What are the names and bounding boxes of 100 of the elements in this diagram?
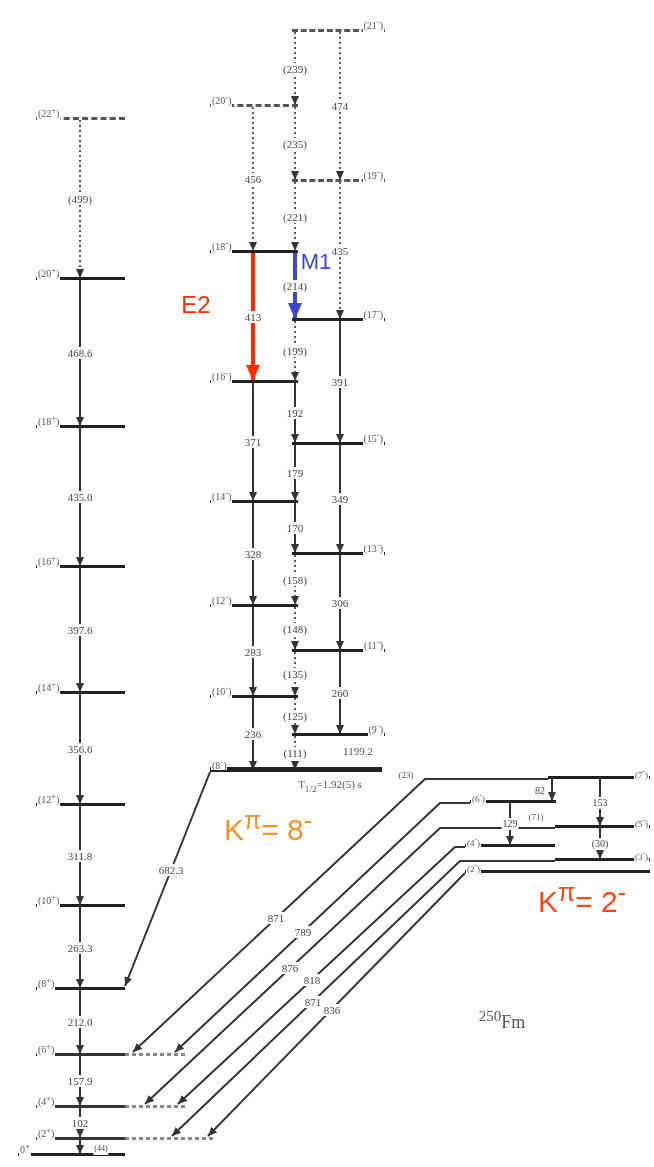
nucleus-label: $^{250}$Fm [478, 1007, 526, 1033]
transition-arrow [76, 693, 84, 805]
transition-energy-label: 179 [285, 467, 305, 479]
multipolarity-label: E2 [181, 291, 211, 319]
transition-energy-label: 212.0 [66, 1016, 94, 1028]
transition-arrow [76, 906, 84, 989]
multipolarity-label: M1 [300, 249, 332, 275]
transition-energy-label: 82 [534, 785, 546, 797]
transition-energy-label: 836 [322, 1004, 342, 1016]
spin-parity-label: (4$^{+}$) [37, 1093, 56, 1109]
spin-parity-label: (3$^{-}$) [634, 850, 649, 861]
transition-energy-label: (23) [398, 770, 414, 780]
transition-energy-label: 876 [280, 962, 300, 974]
transition-energy-label: 789 [293, 926, 313, 938]
transition-arrow [291, 320, 299, 382]
transition-energy-label: 456 [243, 173, 263, 185]
transition-energy-label: 468.6 [66, 347, 94, 359]
energy-level [36, 892, 125, 907]
transition-energy-label: 474 [330, 100, 350, 112]
transition-energy-label: 435.0 [66, 491, 94, 503]
transition-energy-label: (30) [590, 837, 610, 850]
spin-parity-label: (12$^{+}$) [37, 791, 61, 807]
energy-level [36, 265, 125, 280]
transition-arrow [291, 181, 299, 252]
transition-arrow [291, 444, 299, 502]
transition-arrow [246, 253, 260, 381]
spin-parity-label: (22$^{+}$) [37, 105, 61, 121]
transition-energy-label: 391 [330, 376, 350, 388]
transition-energy-label: 356.6 [66, 743, 94, 755]
level-energy-label: 1199.2 [343, 745, 373, 757]
transition-energy-label: 818 [302, 974, 322, 986]
energy-level [465, 836, 555, 847]
transition-arrow [124, 771, 211, 987]
transition-energy-label: 236 [243, 728, 263, 740]
transition-energy-label: 283 [243, 645, 263, 658]
transition-energy-label: 153 [591, 796, 609, 809]
spin-parity-label: (10$^{+}$) [37, 892, 61, 908]
transition-arrow [249, 382, 257, 502]
half-life-label: T$_{1/2}$=1.92(5) s [298, 778, 362, 794]
k-band-label: K$^{π}$= 8$^{-}$ [223, 805, 313, 847]
energy-level [36, 975, 125, 990]
transition-energy-label: 435 [330, 244, 350, 257]
transition-arrow [76, 567, 84, 693]
transition-arrow [291, 606, 299, 651]
transition-energy-label: 311.8 [66, 849, 94, 862]
transition-energy-label: (158) [282, 574, 308, 586]
spin-parity-label: (8$^{+}$) [37, 975, 56, 991]
energy-level [36, 679, 125, 694]
spin-parity-label: (2$^{+}$) [37, 1125, 56, 1141]
spin-parity-label: (8$^{-}$) [211, 758, 228, 771]
transition-energy-label: 129 [501, 818, 519, 830]
transition-arrow [76, 119, 84, 279]
transition-energy-label: 170 [285, 522, 305, 534]
energy-level [36, 413, 125, 428]
transition-energy-label: 260 [330, 687, 350, 699]
transition-energy-label: 397.6 [66, 624, 94, 636]
energy-level [465, 862, 650, 873]
transition-energy-label: (71) [528, 812, 544, 822]
transition-energy-label: 871 [303, 996, 323, 1008]
transition-arrow [132, 778, 549, 1053]
transition-energy-label: 371 [243, 436, 263, 448]
spin-parity-label: (16$^{+}$) [37, 553, 61, 569]
transition-energy-label: 306 [330, 596, 350, 609]
transition-arrow [76, 427, 84, 567]
transition-arrow [249, 106, 257, 252]
transition-arrow [336, 181, 344, 320]
transition-arrow [76, 279, 84, 427]
k-band-label: K$^{π}$= 2$^{-}$ [537, 877, 627, 919]
transition-arrow [76, 1139, 84, 1155]
transition-energy-label: 349 [330, 493, 350, 505]
transition-energy-label: (239) [282, 62, 308, 75]
transition-arrow [144, 827, 556, 1105]
energy-level [36, 553, 125, 568]
spin-parity-label: (14$^{+}$) [37, 679, 61, 695]
transition-arrow [291, 697, 299, 735]
transition-energy-label: (235) [282, 137, 308, 150]
transition-arrow [291, 651, 299, 697]
transition-arrow [174, 802, 471, 1053]
spin-parity-label: (20$^{+}$) [37, 265, 61, 281]
spin-parity-label: (4$^{-}$) [466, 836, 481, 847]
transition-arrow [336, 31, 344, 181]
transition-arrow [336, 444, 344, 554]
transition-energy-label: (214) [282, 280, 308, 292]
spin-parity-label: (2$^{-}$) [466, 862, 481, 873]
transition-arrow [291, 382, 299, 444]
transition-arrow [336, 651, 344, 735]
transition-energy-label: 157.9 [66, 1075, 94, 1087]
transition-energy-label: 328 [243, 548, 263, 560]
transition-arrow [291, 502, 299, 554]
transition-energy-label: (199) [282, 345, 308, 357]
transition-arrow [548, 778, 556, 802]
spin-parity-label: (18$^{+}$) [37, 413, 61, 429]
transition-energy-label: 682.3 [157, 864, 185, 876]
spin-parity-label: 0$^{+}$ [19, 1141, 31, 1157]
transition-arrow [336, 554, 344, 651]
transition-arrow [171, 860, 556, 1137]
transition-energy-label: (135) [282, 668, 308, 680]
transition-energy-label: 413 [243, 311, 263, 323]
transition-arrow [249, 606, 257, 697]
transition-arrow [291, 554, 299, 606]
